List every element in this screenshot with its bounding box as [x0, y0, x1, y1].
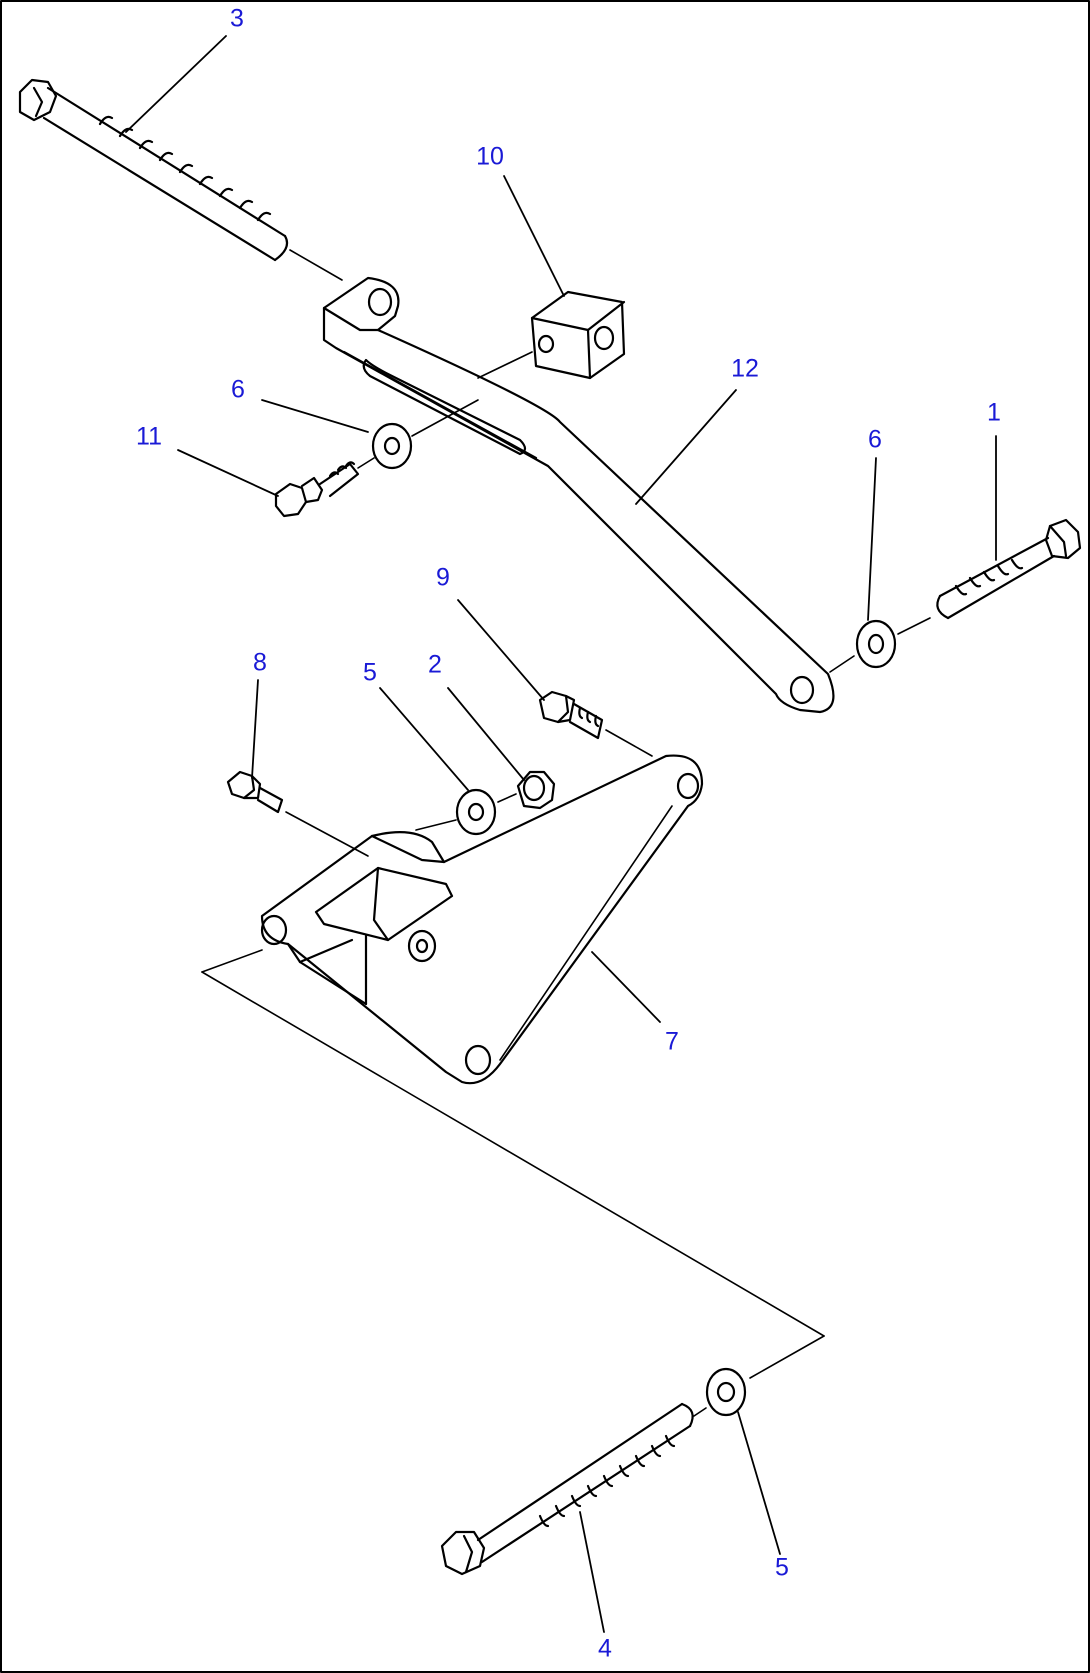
leader-3: [125, 35, 227, 133]
bolt-8-drawing: [226, 770, 369, 857]
leader-4: [579, 1511, 605, 1633]
leader-5a: [379, 687, 469, 791]
callout-7: 7: [665, 1027, 679, 1056]
washer-5b-drawing: [705, 1367, 747, 1417]
leader-11: [177, 449, 279, 497]
leader-6b: [867, 457, 877, 621]
leader-lines: [125, 35, 997, 1633]
bracket-7-drawing: [260, 754, 704, 1085]
leader-8: [251, 679, 259, 779]
bolt-4-drawing: [440, 1402, 707, 1576]
assembly-centerline: [201, 949, 825, 1379]
callout-5b: 5: [775, 1553, 789, 1582]
callout-10: 10: [476, 142, 504, 171]
washer-6a-drawing: [371, 422, 413, 470]
block-10-drawing: [477, 290, 626, 380]
bolt-9-drawing: [538, 690, 653, 757]
bolt-3-drawing: [18, 78, 343, 281]
callout-6b: 6: [868, 425, 882, 454]
callout-3: 3: [230, 4, 244, 33]
arm-12-drawing: [322, 276, 835, 714]
callout-2: 2: [428, 650, 442, 679]
callout-9: 9: [436, 563, 450, 592]
callout-11: 11: [136, 422, 162, 451]
leader-10: [503, 175, 565, 297]
leader-2: [447, 687, 525, 781]
callout-6a: 6: [231, 375, 245, 404]
leader-9: [457, 599, 545, 701]
callout-4: 4: [598, 1634, 612, 1663]
washer-6b-drawing: [829, 617, 931, 673]
leader-12: [635, 389, 737, 505]
bolt-1-drawing: [936, 518, 1082, 620]
callout-8: 8: [253, 648, 267, 677]
bolt-11-drawing: [274, 399, 479, 518]
callout-5a: 5: [363, 658, 377, 687]
nut-2-drawing: [415, 770, 556, 831]
leader-5b: [737, 1411, 781, 1555]
leader-7: [591, 951, 661, 1023]
leader-6a: [261, 399, 369, 433]
washer-5a-drawing: [455, 788, 497, 836]
callout-1: 1: [987, 398, 1001, 427]
callout-12: 12: [731, 354, 759, 383]
